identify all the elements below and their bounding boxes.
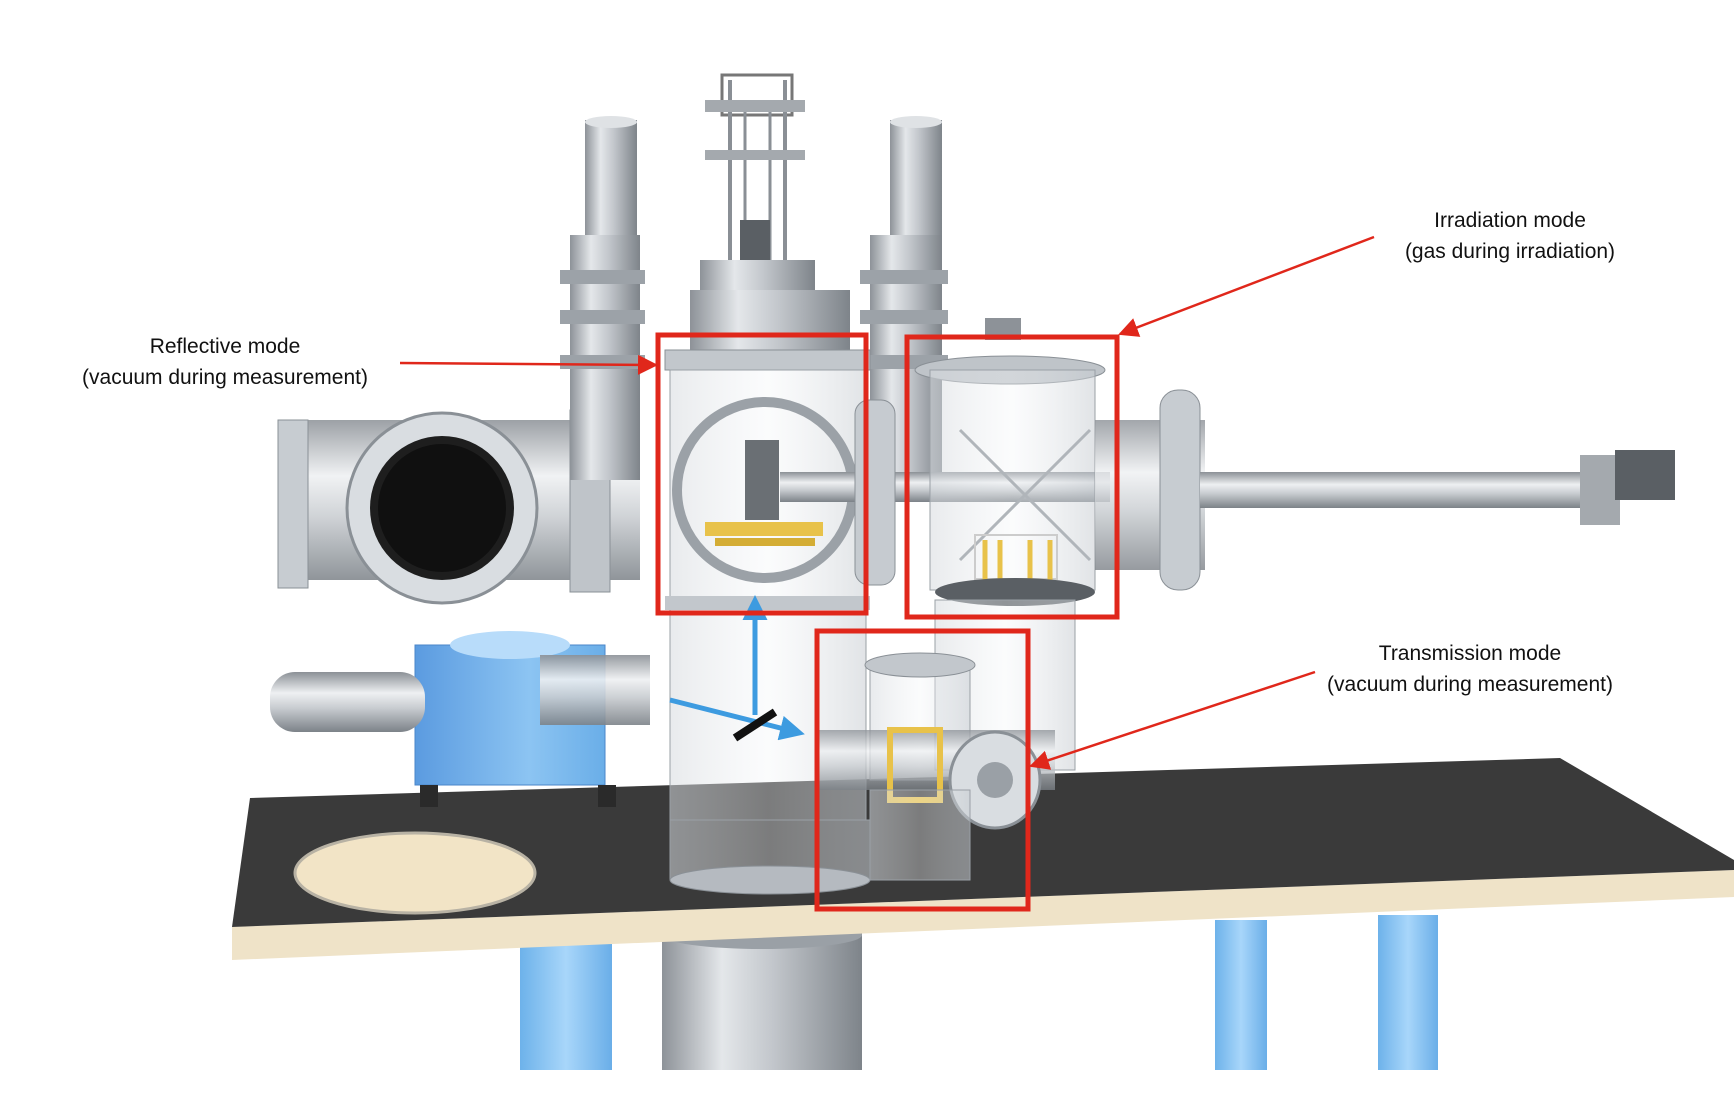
reflective-mode-box: [655, 332, 869, 616]
reflective-mode-arrow: [399, 354, 658, 375]
central-chamber: [664, 290, 871, 895]
left-gate-valve-column: [560, 116, 645, 480]
transmission-mode-box: [814, 628, 1031, 912]
lower-cryostat-cylinder: [662, 921, 862, 1070]
transmission-mode-title: Transmission mode: [1378, 642, 1562, 665]
beam-arrow-right: [669, 697, 805, 741]
transmission-mode-subtitle: (vacuum during measurement): [1327, 673, 1613, 696]
irradiation-mode-label: Irradiation mode (gas during irradiation…: [1360, 205, 1660, 267]
right-linear-transfer-arm: [1095, 389, 1675, 591]
table-legs: [520, 915, 1438, 1070]
irradiation-mode-arrow: [1118, 235, 1375, 337]
table-port-hole: [293, 831, 537, 915]
beam-path: [669, 595, 805, 742]
light-source-housing: [270, 631, 650, 807]
transmission-mode-label: Transmission mode (vacuum during measure…: [1290, 638, 1650, 700]
transmission-chamber: [815, 652, 1055, 881]
reflective-mode-title: Reflective mode: [149, 335, 301, 358]
irradiation-mode-subtitle: (gas during irradiation): [1404, 240, 1616, 263]
beam-splitter-mirror: [732, 708, 778, 742]
transmission-mode-arrow: [1029, 670, 1316, 770]
irradiation-mode-title: Irradiation mode: [1434, 209, 1586, 232]
reflective-mode-subtitle: (vacuum during measurement): [82, 366, 368, 389]
irradiation-mode-box: [904, 334, 1120, 620]
reflective-mode-label: Reflective mode (vacuum during measureme…: [40, 331, 410, 393]
top-manipulator: [700, 73, 815, 290]
